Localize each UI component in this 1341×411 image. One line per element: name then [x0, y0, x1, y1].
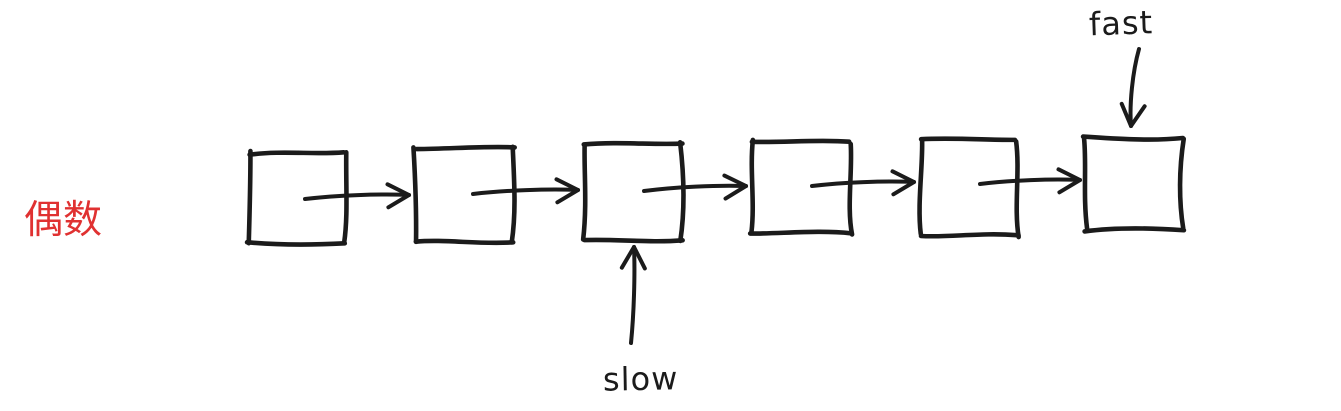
list-node-1 — [244, 239, 348, 247]
list-node-6 — [1081, 136, 1090, 231]
list-node-4 — [749, 138, 852, 145]
next-pointer-arrow-1-head — [385, 182, 411, 210]
list-node-2 — [414, 144, 517, 152]
next-pointer-arrow-5-head — [1056, 167, 1082, 195]
next-pointer-arrow-2-head — [554, 177, 580, 205]
slow-pointer-label: slow — [603, 359, 679, 398]
sketch-strokes — [244, 47, 1187, 345]
next-pointer-arrow-3-shaft — [642, 183, 748, 193]
fast-pointer-arrow-shaft — [1128, 47, 1141, 128]
list-node-2 — [509, 144, 517, 245]
list-node-1 — [246, 148, 253, 246]
even-count-label: 偶数 — [24, 198, 102, 243]
list-node-5 — [917, 137, 925, 237]
list-node-5 — [918, 136, 1018, 143]
next-pointer-arrow-5-shaft — [978, 177, 1082, 186]
next-pointer-arrow-4-shaft — [810, 179, 916, 188]
list-node-3 — [581, 140, 685, 147]
list-node-6 — [1080, 134, 1186, 142]
list-node-5 — [918, 232, 1021, 239]
next-pointer-arrow-1-shaft — [303, 192, 411, 201]
list-node-4 — [747, 229, 854, 236]
list-node-2 — [411, 145, 419, 245]
list-node-3 — [580, 142, 588, 242]
list-node-5 — [1013, 139, 1021, 240]
list-node-4 — [749, 137, 756, 235]
slow-pointer-arrow-shaft — [629, 245, 637, 345]
list-node-3 — [677, 139, 686, 244]
next-pointer-arrow-3-head — [722, 173, 748, 201]
list-node-2 — [413, 238, 516, 246]
slow-pointer-arrow-head — [619, 245, 647, 271]
list-node-1 — [247, 149, 347, 157]
list-node-6 — [1082, 226, 1187, 234]
fast-pointer-arrow-head — [1119, 101, 1147, 128]
fast-pointer-label: fast — [1088, 3, 1153, 43]
list-node-1 — [341, 150, 349, 246]
list-node-4 — [847, 141, 855, 237]
list-node-3 — [582, 237, 685, 244]
list-node-6 — [1177, 136, 1187, 231]
next-pointer-arrow-4-head — [890, 169, 916, 197]
next-pointer-arrow-2-shaft — [471, 187, 580, 196]
